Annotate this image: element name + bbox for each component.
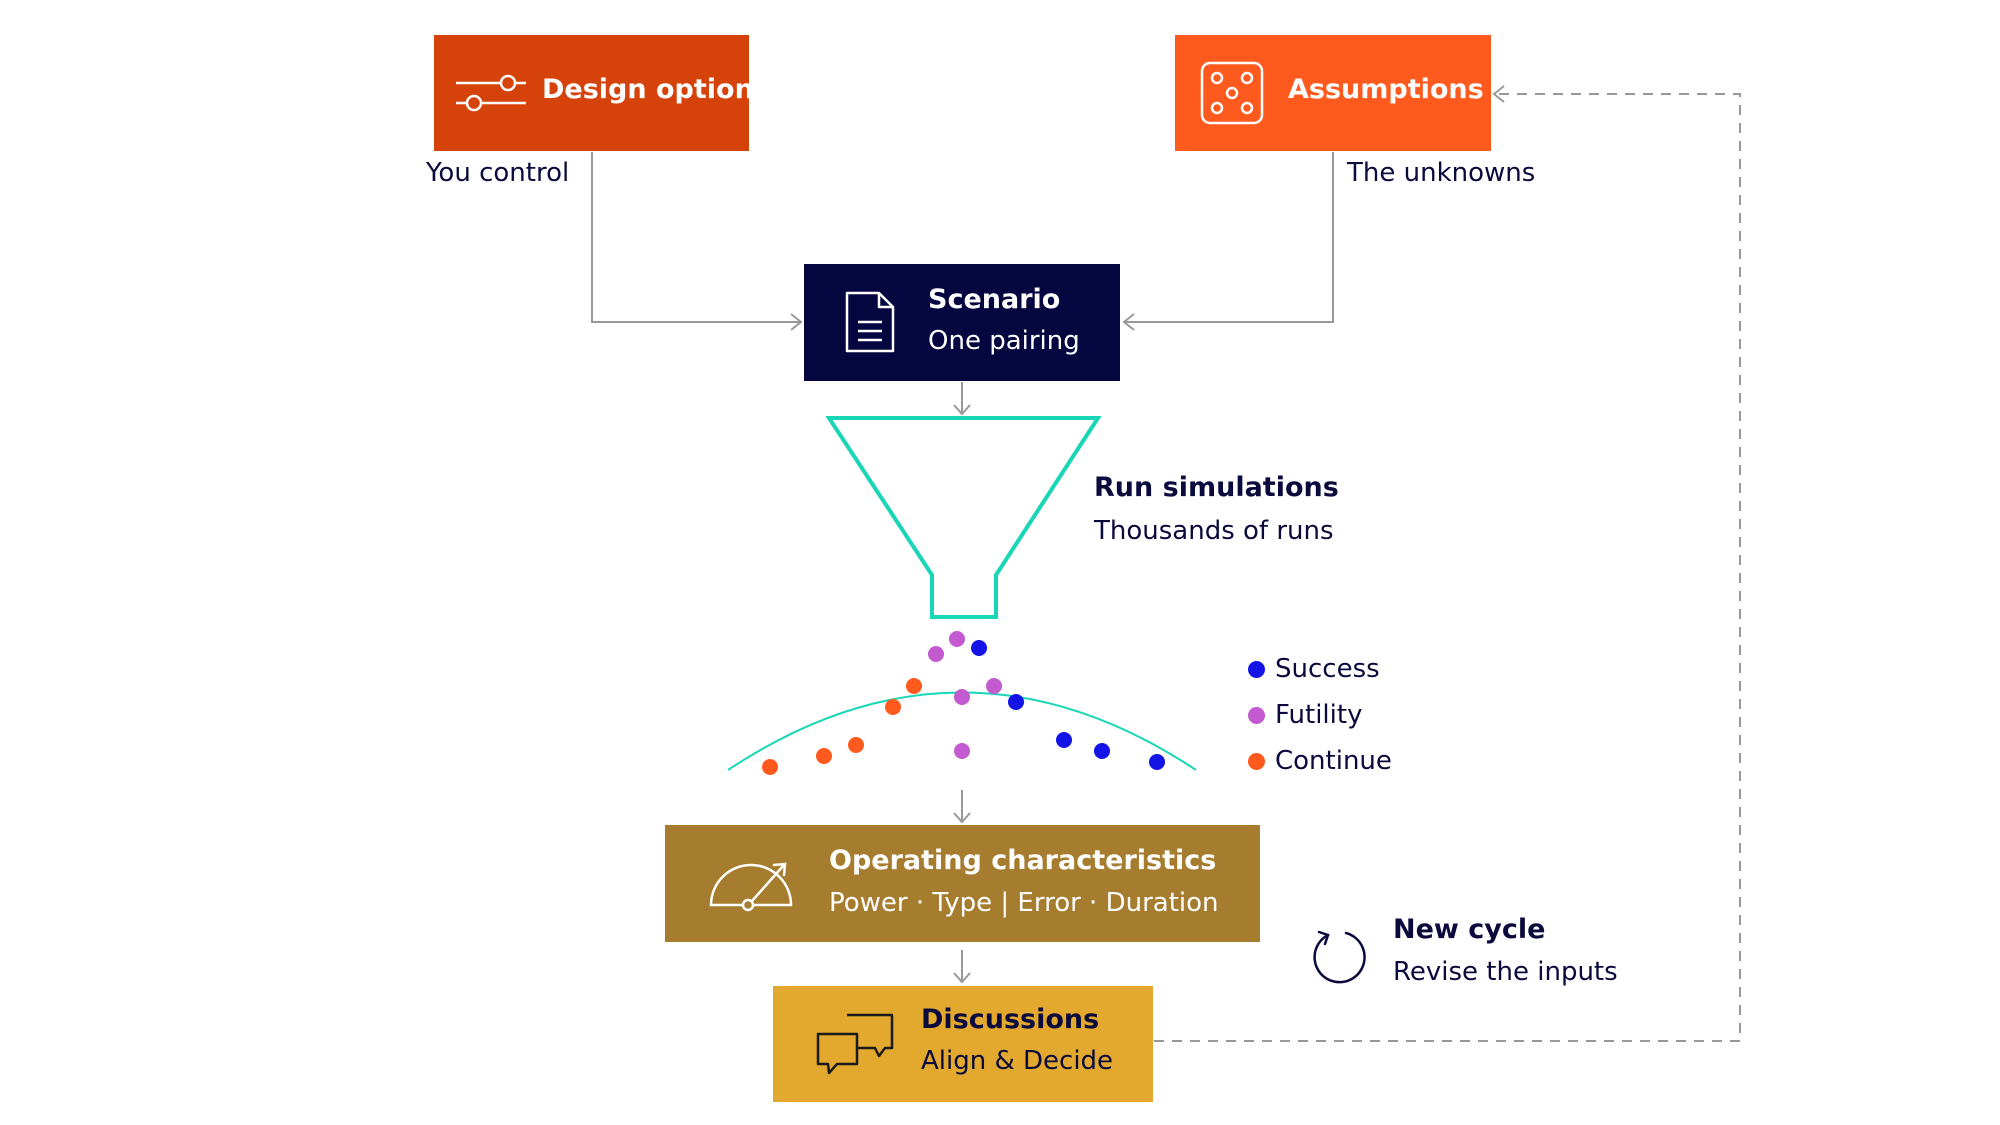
dot-continue	[816, 748, 832, 764]
assumptions-title: Assumptions	[1288, 74, 1484, 105]
funnel-shape	[825, 416, 1102, 619]
scenario-box: Scenario One pairing	[804, 264, 1120, 381]
discussions-title: Discussions	[921, 1004, 1100, 1035]
chat-bubbles-icon	[816, 1013, 894, 1075]
discussions-box: Discussions Align & Decide	[773, 986, 1153, 1102]
legend-item-success: Success	[1248, 654, 1380, 684]
design-options-title: Design options	[542, 74, 770, 105]
dot-futility	[954, 743, 970, 759]
dot-success	[971, 640, 987, 656]
dot-continue	[906, 678, 922, 694]
dot-continue	[762, 759, 778, 775]
dot-success	[1056, 732, 1072, 748]
dot-futility	[954, 689, 970, 705]
new-cycle-subtitle: Revise the inputs	[1393, 957, 1618, 987]
legend-swatch-success	[1248, 660, 1265, 678]
dice-icon	[1200, 61, 1264, 125]
arrowhead-operating	[953, 812, 971, 824]
refresh-icon	[1313, 930, 1366, 984]
result-dots	[762, 631, 1165, 775]
new-cycle-title: New cycle	[1393, 914, 1546, 945]
legend-swatch-continue	[1248, 752, 1265, 770]
arrowhead-assumptions	[1122, 313, 1135, 331]
scenario-title: Scenario	[928, 284, 1061, 315]
operating-characteristics-box: Operating characteristics Power · Type |…	[665, 825, 1260, 942]
arrowhead-design	[790, 313, 803, 331]
operating-title: Operating characteristics	[829, 845, 1217, 876]
dot-futility	[928, 646, 944, 662]
legend-swatch-futility	[1248, 706, 1265, 724]
scenario-subtitle: One pairing	[928, 326, 1080, 356]
arrowhead-feedback	[1492, 85, 1505, 103]
simulations-subtitle: Thousands of runs	[1094, 516, 1334, 546]
simulations-title: Run simulations	[1094, 472, 1339, 503]
connector-design-to-scenario	[591, 152, 800, 323]
assumptions-caption: The unknowns	[1347, 158, 1536, 188]
dot-futility	[949, 631, 965, 647]
feedback-loop	[1154, 93, 1741, 1042]
document-icon	[845, 291, 895, 353]
discussions-subtitle: Align & Decide	[921, 1046, 1114, 1076]
arrowhead-discussions	[953, 972, 971, 984]
sliders-icon	[456, 74, 526, 112]
dot-futility	[986, 678, 1002, 694]
assumptions-box: Assumptions	[1175, 35, 1491, 151]
dot-success	[1094, 743, 1110, 759]
connector-assumptions-to-scenario	[1125, 152, 1334, 323]
dot-success	[1008, 694, 1024, 710]
dot-continue	[885, 699, 901, 715]
design-options-caption: You control	[426, 158, 570, 188]
legend-item-futility: Futility	[1248, 700, 1362, 730]
dot-success	[1149, 754, 1165, 770]
dot-continue	[848, 737, 864, 753]
arrowhead-funnel	[953, 404, 971, 416]
legend-item-continue: Continue	[1248, 746, 1392, 776]
gauge-icon	[709, 862, 793, 912]
legend-label-continue: Continue	[1275, 746, 1392, 776]
operating-subtitle: Power · Type | Error · Duration	[829, 888, 1219, 918]
design-options-box: Design options	[434, 35, 770, 151]
legend-label-success: Success	[1275, 654, 1380, 684]
legend-label-futility: Futility	[1275, 700, 1363, 730]
